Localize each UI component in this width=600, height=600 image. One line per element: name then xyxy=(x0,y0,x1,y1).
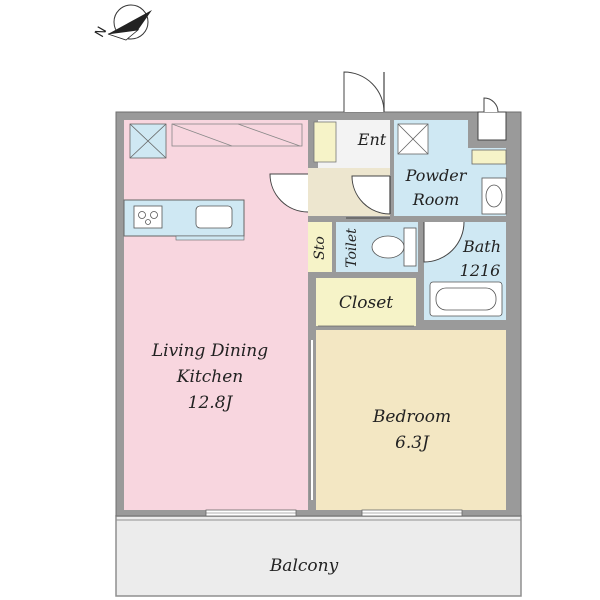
powder-room-label-line2: Room xyxy=(412,190,459,209)
compass-needle-icon xyxy=(108,10,152,34)
powder-storage xyxy=(471,149,507,165)
bathtub-icon xyxy=(429,281,503,317)
shoe-cabinet xyxy=(313,121,337,163)
bath-door xyxy=(423,221,465,263)
bedroom-label-line1: Bedroom xyxy=(372,407,451,427)
hall-door xyxy=(351,175,391,215)
sink-icon xyxy=(195,205,233,229)
compass-needle-tail-icon xyxy=(107,29,140,41)
powder-room-label-line1: Powder xyxy=(405,166,468,185)
balcony xyxy=(115,515,522,597)
compass: N xyxy=(93,4,152,41)
ldk-label-line2: Kitchen xyxy=(176,367,243,387)
bedroom-label-line2: 6.3J xyxy=(395,433,430,453)
wash-basin-icon xyxy=(481,177,507,215)
storage-floor xyxy=(308,222,332,272)
ldk-window xyxy=(205,509,297,517)
entrance-door xyxy=(343,71,385,113)
ldk-label-line3: 12.8J xyxy=(188,393,234,413)
bedroom-window xyxy=(361,509,463,517)
toilet-label: Toilet xyxy=(344,228,360,268)
washer-space xyxy=(397,123,429,155)
closet-label: Closet xyxy=(339,293,393,313)
compass-north-label: N xyxy=(93,24,111,40)
entrance-label: Ent xyxy=(357,130,387,149)
balcony-label: Balcony xyxy=(269,556,339,576)
closet-floor xyxy=(316,278,416,326)
compass-circle xyxy=(113,4,149,40)
bedroom-floor xyxy=(316,330,506,510)
ldk-storage-box xyxy=(129,123,167,159)
kitchen-counter xyxy=(123,199,245,241)
ldk-label-line1: Living Dining xyxy=(151,341,268,361)
bath-label-line2: 1216 xyxy=(460,261,501,280)
bath-label-line1: Bath xyxy=(462,237,501,256)
ldk-door xyxy=(269,173,309,213)
storage-label: Sto xyxy=(312,236,328,260)
ldk-window-shelf xyxy=(171,123,303,147)
pipe-space-door xyxy=(477,97,507,141)
toilet-icon xyxy=(371,227,417,267)
